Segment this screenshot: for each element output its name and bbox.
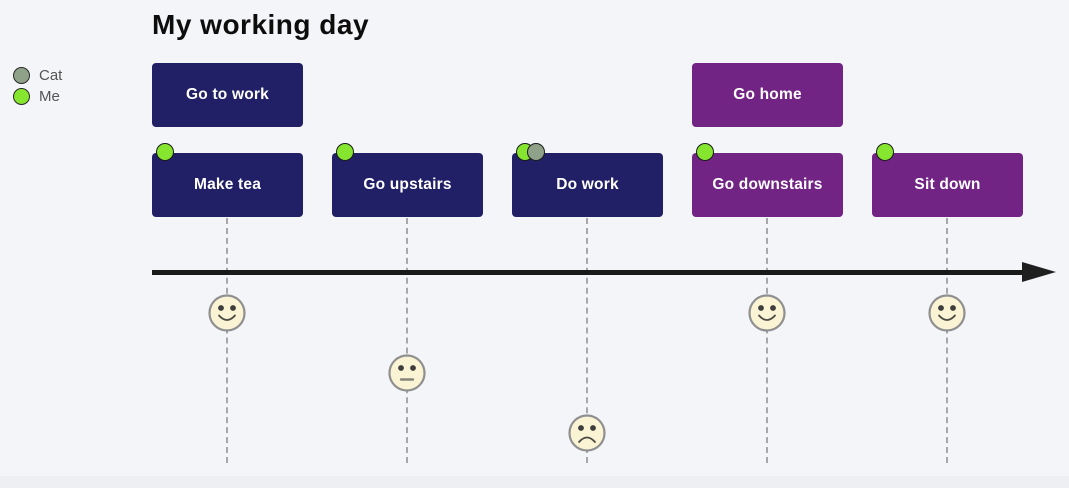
activity-box-go-downstairs: Go downstairs	[692, 143, 843, 217]
me-dot-icon	[696, 143, 714, 161]
activity-box-go-to-work: Go to work	[152, 63, 303, 127]
legend-label: Cat	[39, 67, 63, 84]
activity-label: Sit down	[914, 176, 981, 193]
activity-box-go-upstairs: Go upstairs	[332, 143, 483, 217]
activity-box-sit-down: Sit down	[872, 143, 1023, 217]
timeline-arrowhead-icon	[1022, 262, 1056, 282]
happy-face-icon	[748, 294, 786, 332]
cat-dot-icon	[527, 143, 545, 161]
cat-dot-icon	[13, 67, 30, 84]
activity-box-do-work: Do work	[512, 143, 663, 217]
activity-label: Go upstairs	[363, 176, 452, 193]
activity-box-go-home: Go home	[692, 63, 843, 127]
activity-label: Go downstairs	[712, 176, 823, 193]
legend-label: Me	[39, 88, 60, 105]
neutral-face-icon	[388, 354, 426, 392]
activity-label: Do work	[556, 176, 619, 193]
page-title: My working day	[152, 9, 370, 40]
legend-item-cat: Cat	[13, 65, 62, 86]
me-dot-icon	[336, 143, 354, 161]
happy-face-icon	[208, 294, 246, 332]
dropline-make-tea	[226, 218, 228, 463]
me-dot-icon	[876, 143, 894, 161]
dropline-sit-down	[946, 218, 948, 463]
activity-label: Go home	[733, 86, 802, 103]
me-dot-icon	[156, 143, 174, 161]
timeline-axis	[152, 270, 1024, 275]
dropline-do-work	[586, 218, 588, 463]
legend: Cat Me	[13, 65, 62, 107]
activity-box-make-tea: Make tea	[152, 143, 303, 217]
sad-face-icon	[568, 414, 606, 452]
happy-face-icon	[928, 294, 966, 332]
legend-item-me: Me	[13, 86, 62, 107]
bottom-divider	[0, 476, 1069, 488]
me-dot-icon	[13, 88, 30, 105]
activity-label: Make tea	[193, 176, 262, 193]
dropline-go-downstairs	[766, 218, 768, 463]
activity-label: Go to work	[186, 86, 269, 103]
dropline-go-upstairs	[406, 218, 408, 463]
